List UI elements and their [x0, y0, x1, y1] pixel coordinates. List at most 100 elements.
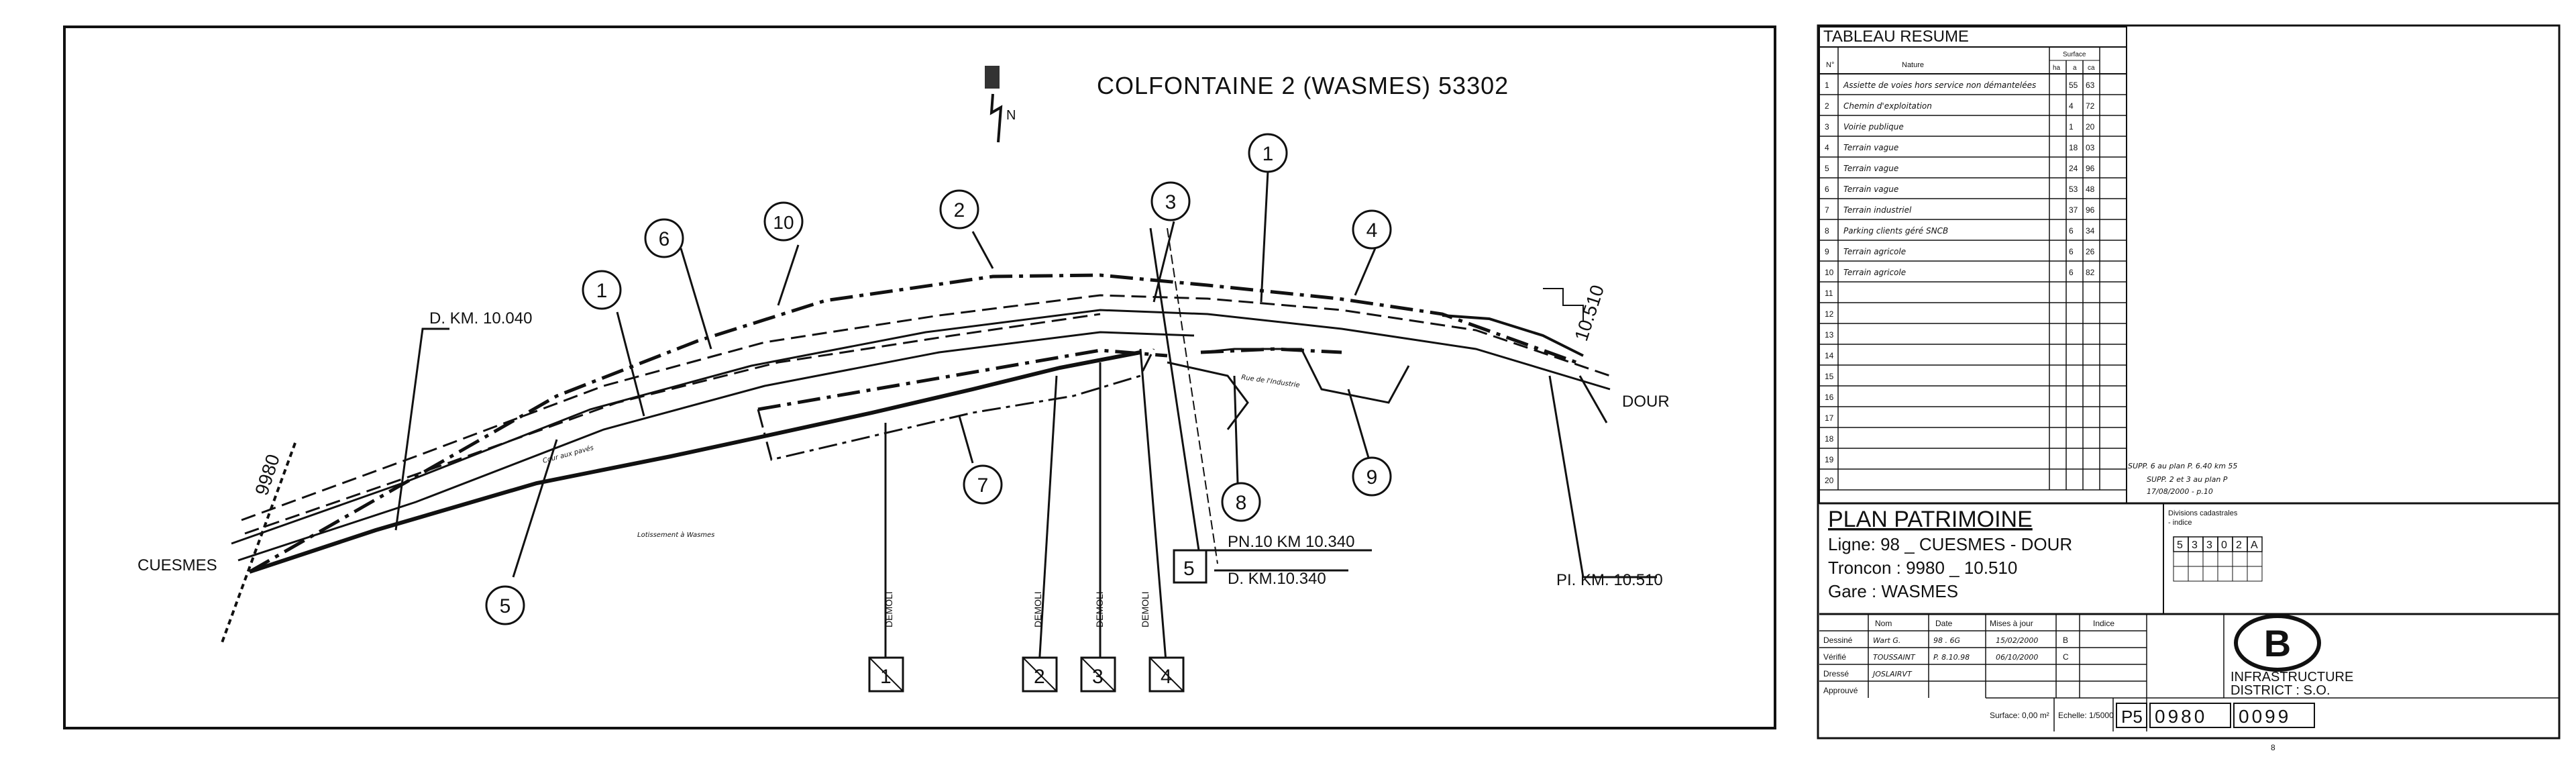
tableau-cell-a: 6	[2069, 247, 2074, 256]
parcel-8-outline	[1167, 361, 1249, 430]
update-date: 06/10/2000	[1996, 653, 2038, 662]
tableau-cell-n: 2	[1825, 101, 1829, 111]
tableau-cell-n: 9	[1825, 247, 1829, 256]
plan-frame	[63, 26, 1776, 729]
tableau-cell-nature: Terrain agricole	[1843, 247, 1906, 256]
dour-label: DOUR	[1622, 393, 1670, 411]
tableau-cell-n: 16	[1825, 393, 1834, 402]
svg-text:7: 7	[977, 474, 989, 497]
col-indice: Indice	[2093, 619, 2114, 628]
tableau-cell-ca: 72	[2086, 101, 2095, 111]
pi-km-10510-label: PI. KM. 10.510	[1556, 571, 1663, 589]
d-km-10040-label: D. KM. 10.040	[429, 309, 532, 327]
tableau-cell-n: 12	[1825, 309, 1834, 319]
tableau-cell-ca: 20	[2086, 122, 2095, 132]
pn10-road-2	[1167, 227, 1218, 564]
km-9980-tick	[220, 442, 297, 645]
division-code-char: 2	[2236, 540, 2242, 551]
tableau-cell-n: 15	[1825, 372, 1834, 381]
svg-text:B: B	[2264, 622, 2291, 664]
role-label: Dressé	[1823, 669, 1849, 678]
tableau-cell-nature: Terrain vague	[1843, 185, 1898, 194]
rue-label: Rue de l'Industrie	[1241, 374, 1301, 389]
svg-text:10: 10	[773, 212, 794, 233]
tableau-cell-nature: Parking clients géré SNCB	[1843, 226, 1948, 236]
tableau-cell-ca: 48	[2086, 185, 2095, 194]
tableau-note-1: SUPP. 6 au plan P. 6.40 km 55	[2128, 462, 2237, 470]
tableau-note-3: 17/08/2000 - p.10	[2147, 487, 2213, 496]
demoli-3: DEMOLI	[1094, 591, 1105, 627]
svg-text:6: 6	[659, 228, 670, 250]
demolished-box-4: 4	[1148, 656, 1185, 693]
tableau-col-ha: ha	[2053, 64, 2061, 72]
tableau-cell-n: 6	[1825, 185, 1829, 194]
echelle-label: Echelle: 1/5000	[2058, 711, 2114, 720]
tableau-cell-n: 1	[1825, 81, 1829, 90]
parcel-circle-7: 7	[963, 464, 1003, 505]
cour-label: Cour aux pavés	[542, 444, 594, 465]
cartouche-title: PLAN PATRIMOINE	[1828, 507, 2033, 532]
infra-line-2: DISTRICT : S.O.	[2231, 683, 2330, 698]
col-date: Date	[1935, 619, 1953, 628]
right-boundary	[1442, 314, 1584, 357]
tableau-cell-n: 10	[1825, 268, 1834, 277]
role-date: 98 . 6G	[1933, 636, 1960, 645]
tableau-col-ca: ca	[2088, 64, 2095, 72]
parcel-circle-4: 4	[1352, 209, 1392, 250]
demoli-1: DEMOLI	[883, 591, 894, 627]
tableau-cell-ca: 26	[2086, 247, 2095, 256]
demolished-box-3: 3	[1080, 656, 1116, 693]
tableau-cell-n: 3	[1825, 122, 1829, 132]
sncb-logo-icon: B	[2234, 614, 2321, 672]
cartouche-gare: Gare : WASMES	[1828, 581, 1958, 601]
tableau-cell-a: 18	[2069, 143, 2078, 152]
update-indice: C	[2063, 652, 2069, 662]
demolished-box-1: 1	[868, 656, 904, 693]
lot-label: Lotissement à Wasmes	[637, 531, 714, 539]
tableau-cell-a: 1	[2069, 122, 2074, 132]
parcel-circle-9: 9	[1352, 456, 1392, 497]
tableau-cell-nature: Chemin d'exploitation	[1843, 101, 1932, 111]
svg-text:4: 4	[1366, 219, 1378, 242]
demoli-4: DEMOLI	[1140, 591, 1150, 627]
north-label: N	[1006, 108, 1016, 123]
svg-text:2: 2	[954, 199, 965, 221]
role-name: TOUSSAINT	[1873, 653, 1916, 662]
plan-area: COLFONTAINE 2 (WASMES) 53302 N	[63, 26, 1776, 729]
d-km-10340-label: D. KM.10.340	[1228, 570, 1326, 588]
role-label: Approuvé	[1823, 686, 1858, 695]
plan-title: COLFONTAINE 2 (WASMES) 53302	[1097, 72, 1509, 99]
svg-text:8: 8	[1236, 492, 1247, 514]
role-date: P. 8.10.98	[1933, 653, 1970, 662]
role-label: Vérifié	[1823, 652, 1846, 662]
svg-text:4: 4	[1161, 666, 1172, 688]
demoli-2: DEMOLI	[1032, 591, 1043, 627]
parcel-circle-1b: 1	[1248, 133, 1288, 173]
tableau-col-surface: Surface	[2063, 51, 2086, 58]
tableau-cell-ca: 03	[2086, 143, 2095, 152]
tableau-cell-n: 17	[1825, 413, 1834, 423]
svg-text:0099: 0099	[2239, 706, 2291, 727]
north-arrow-icon: N	[985, 66, 1016, 143]
division-code-char: 3	[2206, 540, 2212, 551]
building-hatch	[1543, 288, 1584, 322]
parcel-circle-2: 2	[939, 189, 979, 230]
parcel-circle-3: 3	[1150, 181, 1191, 221]
tableau-cell-n: 7	[1825, 205, 1829, 215]
surface-label: Surface: 0,00 m²	[1990, 711, 2049, 720]
km-10510-label: 10.510	[1570, 283, 1608, 344]
division-code-char: 0	[2221, 540, 2227, 551]
tableau-cell-a: 55	[2069, 81, 2078, 90]
km-10510-tick	[1578, 375, 1608, 423]
rail-lines	[231, 294, 1611, 562]
svg-text:0980: 0980	[2155, 706, 2207, 727]
box-5-label: 5	[1183, 558, 1195, 580]
tableau-cell-a: 37	[2069, 205, 2078, 215]
tableau-cell-nature: Terrain vague	[1843, 143, 1898, 152]
tableau-cell-ca: 96	[2086, 164, 2095, 173]
sheet-mark: 8	[2271, 743, 2275, 752]
divisions-label: Divisions cadastrales	[2168, 509, 2238, 517]
tableau-cell-ca: 82	[2086, 268, 2095, 277]
